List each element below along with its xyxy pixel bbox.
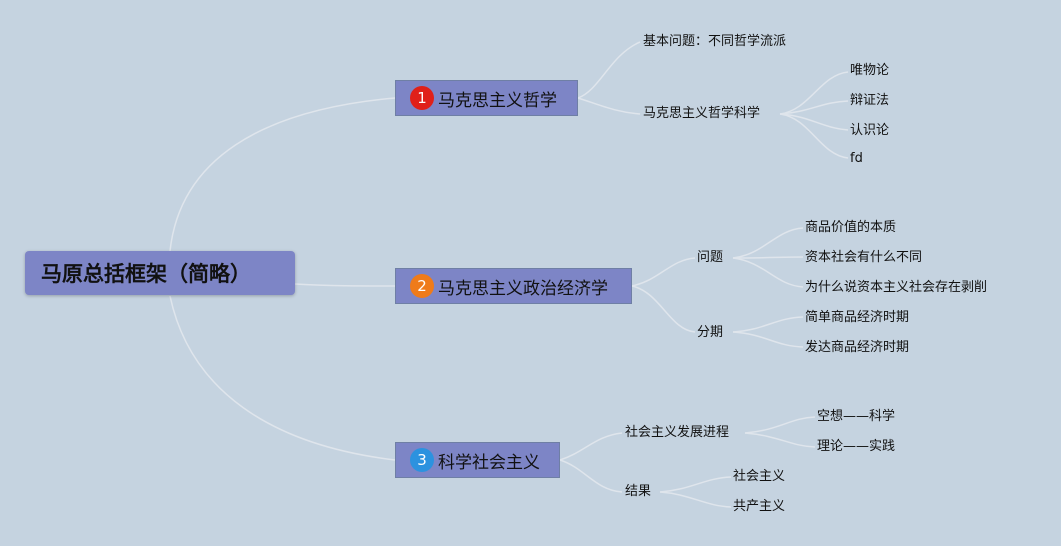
link-b3-c1 — [559, 432, 623, 461]
link-b3c2-l1 — [659, 476, 732, 493]
root-node[interactable]: 马原总括框架（简略） — [25, 251, 295, 295]
subtopic-commodity-value[interactable]: 商品价值的本质 — [805, 220, 897, 235]
branch-node-political-economy[interactable]: 2 马克思主义政治经济学 — [395, 268, 632, 304]
subtopic-theory-practice[interactable]: 理论——实践 — [817, 439, 896, 454]
subtopic-socialism[interactable]: 社会主义 — [733, 469, 786, 484]
subtopic-communism[interactable]: 共产主义 — [733, 499, 786, 514]
number-badge-3: 3 — [410, 448, 434, 472]
topic-basic-question[interactable]: 基本问题：不同哲学流派 — [643, 34, 787, 49]
branch-label: 科学社会主义 — [438, 452, 540, 473]
subtopic-materialism[interactable]: 唯物论 — [850, 63, 890, 78]
subtopic-exploitation[interactable]: 为什么说资本主义社会存在剥削 — [805, 280, 988, 295]
topic-results[interactable]: 结果 — [625, 484, 652, 499]
link-b1c2-l4 — [779, 113, 849, 159]
topic-questions[interactable]: 问题 — [697, 250, 724, 265]
root-label: 马原总括框架（简略） — [41, 262, 251, 286]
link-b3c2-l2 — [659, 491, 732, 508]
link-b2-c2 — [631, 285, 696, 333]
link-b1c2-l2 — [779, 100, 849, 115]
link-b2c1-l1 — [732, 227, 804, 259]
link-b1c2-l1 — [779, 71, 849, 115]
subtopic-fd[interactable]: fd — [850, 151, 863, 166]
link-b1c2-l3 — [779, 113, 849, 131]
link-b2c1-l3 — [732, 257, 804, 288]
branch-label: 马克思主义哲学 — [438, 90, 557, 111]
link-b2c2-l2 — [732, 331, 804, 348]
link-root-branch-3 — [169, 295, 396, 461]
link-b2-c1 — [631, 257, 696, 287]
branch-node-philosophy[interactable]: 1 马克思主义哲学 — [395, 80, 578, 116]
number-badge-1: 1 — [410, 86, 434, 110]
subtopic-utopian-scientific[interactable]: 空想——科学 — [817, 409, 896, 424]
link-b3c1-l1 — [744, 416, 816, 434]
topic-periods[interactable]: 分期 — [697, 325, 724, 340]
number-badge-2: 2 — [410, 274, 434, 298]
subtopic-dialectics[interactable]: 辩证法 — [850, 93, 890, 108]
link-b3c1-l2 — [744, 432, 816, 448]
link-b2c1-l2 — [732, 256, 804, 259]
subtopic-epistemology[interactable]: 认识论 — [850, 123, 890, 138]
subtopic-developed-commodity[interactable]: 发达商品经济时期 — [805, 340, 910, 355]
subtopic-simple-commodity[interactable]: 简单商品经济时期 — [805, 310, 910, 325]
topic-marxist-philosophy-science[interactable]: 马克思主义哲学科学 — [643, 106, 761, 121]
subtopic-capital-society[interactable]: 资本社会有什么不同 — [805, 250, 923, 265]
topic-socialism-development[interactable]: 社会主义发展进程 — [625, 425, 730, 440]
link-b2c2-l1 — [732, 316, 804, 333]
branch-label: 马克思主义政治经济学 — [438, 278, 608, 299]
link-b3-c2 — [559, 459, 623, 493]
branch-node-scientific-socialism[interactable]: 3 科学社会主义 — [395, 442, 560, 478]
link-b1-c2 — [577, 97, 641, 115]
link-b1-c1 — [577, 41, 641, 99]
link-root-branch-2 — [294, 283, 396, 287]
link-root-branch-1 — [169, 97, 396, 252]
